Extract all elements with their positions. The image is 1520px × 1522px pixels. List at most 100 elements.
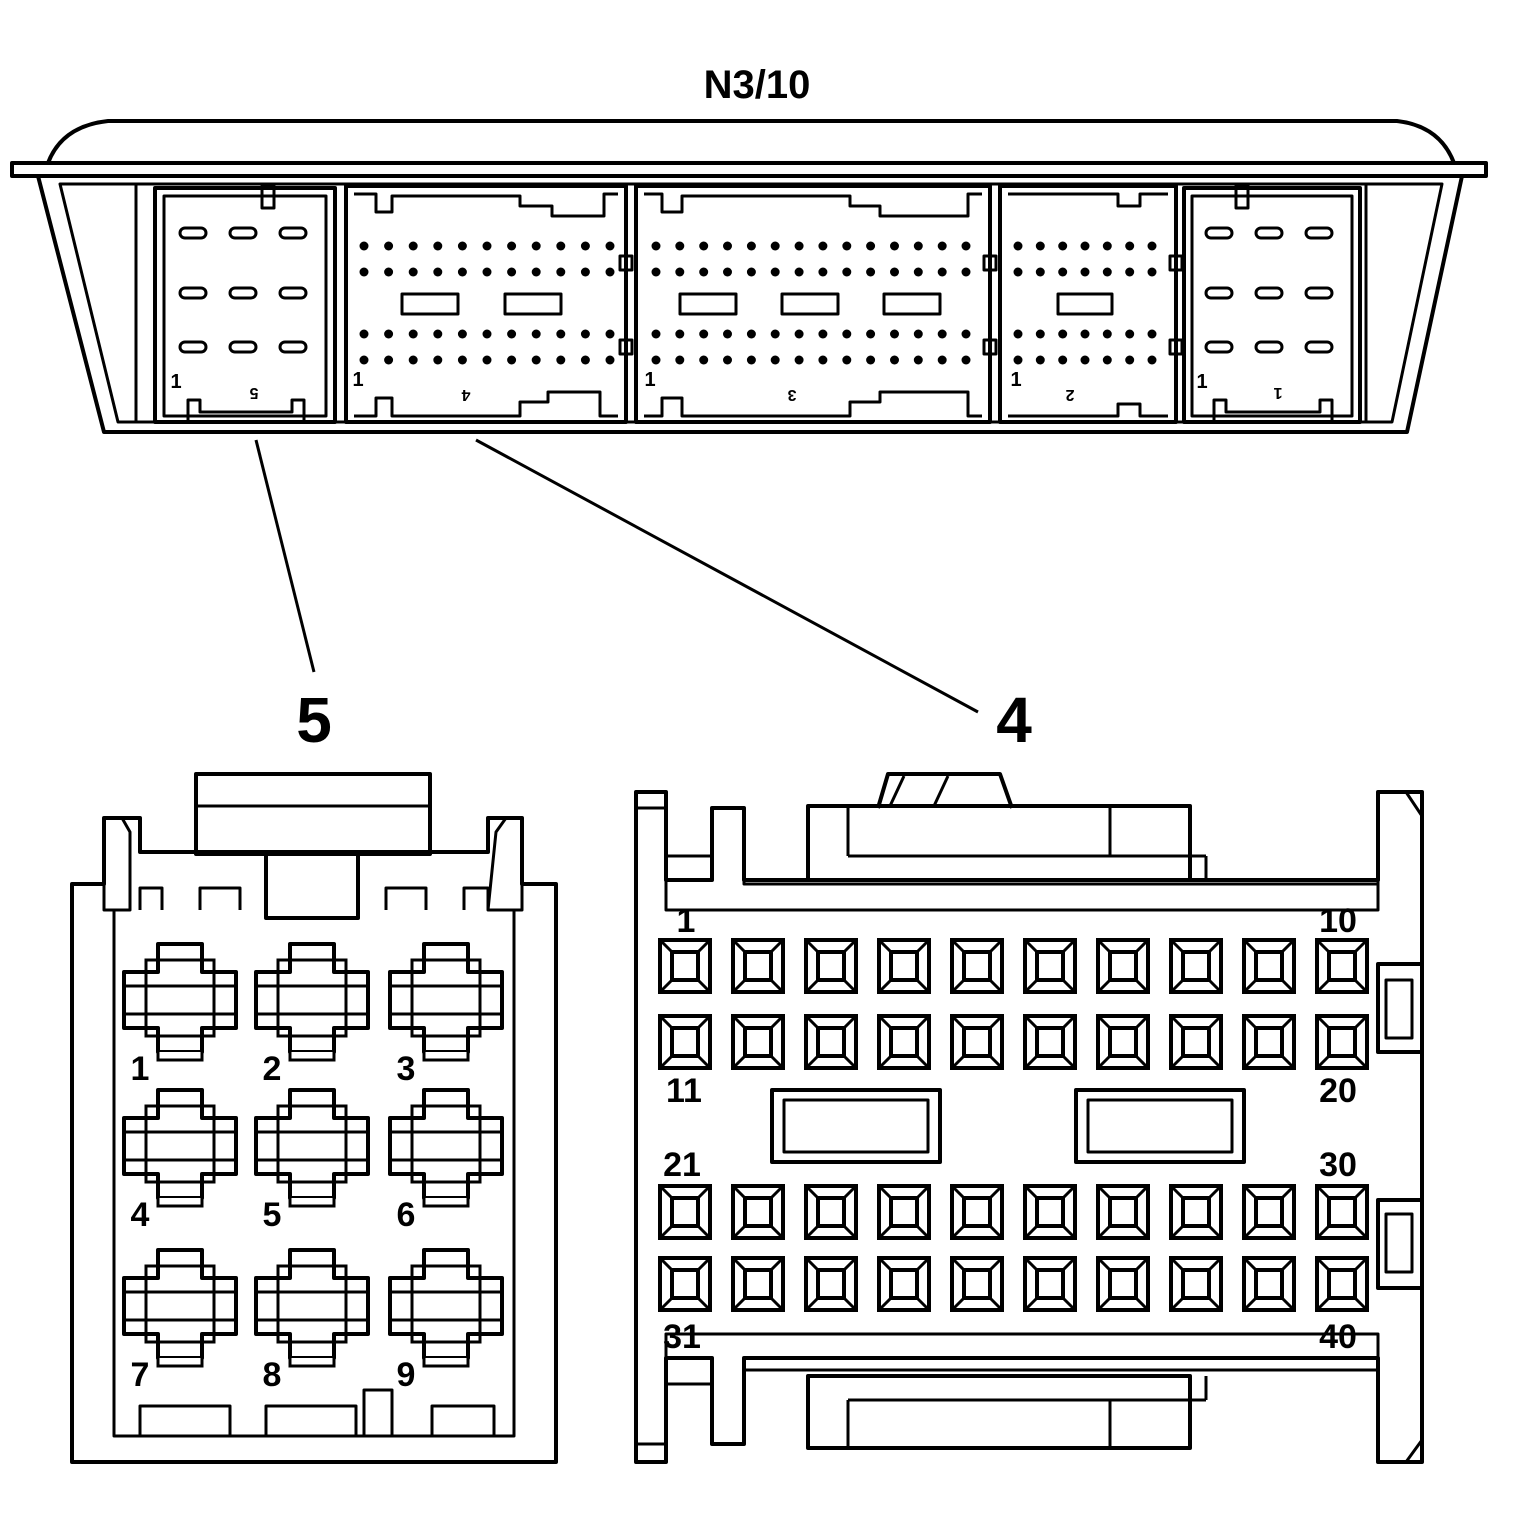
module-pin-dot: [937, 267, 947, 277]
connector4-pin: [658, 938, 712, 994]
module-pin-dot: [605, 355, 615, 365]
module-pin-dot: [1125, 267, 1135, 277]
connector5-pin-label: 4: [131, 1196, 150, 1234]
leader-line-5: [254, 439, 316, 673]
connector5-pin-label: 8: [263, 1356, 282, 1394]
module-pin-dot: [866, 267, 876, 277]
module-pin-dot: [1147, 267, 1157, 277]
row1-left-label: 1: [677, 902, 696, 940]
connector4-pin: [950, 938, 1004, 994]
connector5-pin-label: 5: [263, 1196, 282, 1234]
module-pin-dot: [913, 355, 923, 365]
connector5-pin: 9: [388, 1248, 504, 1394]
module-pin-dot: [384, 241, 394, 251]
module-pin-dot: [1147, 241, 1157, 251]
module-terminal: [1254, 340, 1284, 354]
module-terminal: [1304, 226, 1334, 240]
module-pin-dot: [699, 241, 709, 251]
connector5-pin-label: 1: [131, 1050, 150, 1088]
connector5-pin: 7: [122, 1248, 238, 1394]
connector4-pin: [1242, 938, 1296, 994]
module-pin-dot: [794, 329, 804, 339]
module-pin-dot: [890, 241, 899, 251]
connector4-pin: [804, 1184, 858, 1240]
module-terminal: [278, 226, 308, 240]
module-pin-dot: [408, 241, 418, 251]
slot-2-label: 2: [1065, 386, 1074, 403]
connector4-pin: [950, 1256, 1004, 1312]
module-pin-dot: [359, 329, 369, 339]
module-pin-dot: [580, 267, 590, 277]
module-pin-dot: [913, 267, 923, 277]
module-pin-dot: [507, 355, 517, 365]
connector4-pin: [1096, 1256, 1150, 1312]
module-terminal: [1204, 340, 1234, 354]
connector4-pin: [1315, 1184, 1369, 1240]
module-pin-dot: [770, 329, 780, 339]
connector4-pin: [877, 1014, 931, 1070]
slot-5-pin-one: 1: [170, 371, 181, 393]
connector4-pin: [1096, 1184, 1150, 1240]
connector4-pin: [950, 1184, 1004, 1240]
module-pin-dot: [937, 355, 947, 365]
module-pin-dot: [1102, 355, 1112, 365]
module-pin-dot: [675, 329, 685, 339]
module-pin-dot: [675, 355, 685, 365]
connector4-pin: [1096, 1014, 1150, 1070]
module-pin-dot: [1080, 355, 1090, 365]
row3-right-label: 30: [1319, 1146, 1357, 1184]
connector4-pin: [804, 1256, 858, 1312]
connector4-pin: [1096, 938, 1150, 994]
module-pin-dot: [961, 329, 971, 339]
callout-5: 5: [296, 684, 332, 756]
connector4-pin: [1169, 938, 1223, 994]
connector4-pin: [1315, 1014, 1369, 1070]
module-pin-dot: [937, 329, 947, 339]
module-pin-dot: [818, 241, 828, 251]
connector4-pin: [1169, 1014, 1223, 1070]
module-pin-dot: [723, 241, 732, 251]
module-terminal: [278, 286, 308, 300]
module-pin-dot: [433, 241, 443, 251]
row2-right-label: 20: [1319, 1072, 1357, 1110]
slot-1-pin-one: 1: [1196, 371, 1207, 393]
connector5-pin-label: 3: [397, 1050, 416, 1088]
module-pin-dot: [937, 241, 947, 251]
module-pin-dot: [1102, 329, 1112, 339]
module-pin-dot: [384, 355, 394, 365]
module-pin-dot: [913, 329, 923, 339]
connector4-pin: [731, 1184, 785, 1240]
module-pin-dot: [605, 267, 615, 277]
row4-right-label: 40: [1319, 1318, 1357, 1356]
connector5-pin: 3: [388, 942, 504, 1088]
module-pin-dot: [699, 267, 709, 277]
connector5-pin: 2: [254, 942, 370, 1088]
module-pin-dot: [531, 267, 541, 277]
module-pin-dot: [1102, 267, 1112, 277]
connector4-pin: [1169, 1184, 1223, 1240]
module-pin-dot: [699, 355, 709, 365]
module-pin-dot: [1013, 355, 1023, 365]
slot-4-pin-one: 1: [352, 369, 363, 391]
connector4-pin: [804, 938, 858, 994]
slot-3-pin-one: 1: [644, 369, 655, 391]
module-pin-dot: [457, 355, 467, 365]
module-terminal: [1204, 226, 1234, 240]
module-pin-dot: [675, 241, 685, 251]
module-slot-3: 1 3: [618, 184, 998, 424]
row3-left-label: 21: [663, 1146, 701, 1184]
module-pin-dot: [1080, 267, 1090, 277]
module-slot-5: 1 5: [153, 184, 337, 424]
module-pin-dot: [457, 267, 467, 277]
module-pin-dot: [818, 329, 828, 339]
module-title: N3/10: [704, 63, 811, 107]
module-pin-dot: [1147, 355, 1157, 365]
module-pin-dot: [605, 329, 615, 339]
module-pin-dot: [651, 267, 661, 277]
module-terminal: [178, 340, 208, 354]
module-pin-dot: [1125, 241, 1135, 251]
connector5-pin: 1: [122, 942, 238, 1088]
connector4-pin: [804, 1014, 858, 1070]
control-module: N3/10 1 5 1 4: [10, 63, 1488, 434]
